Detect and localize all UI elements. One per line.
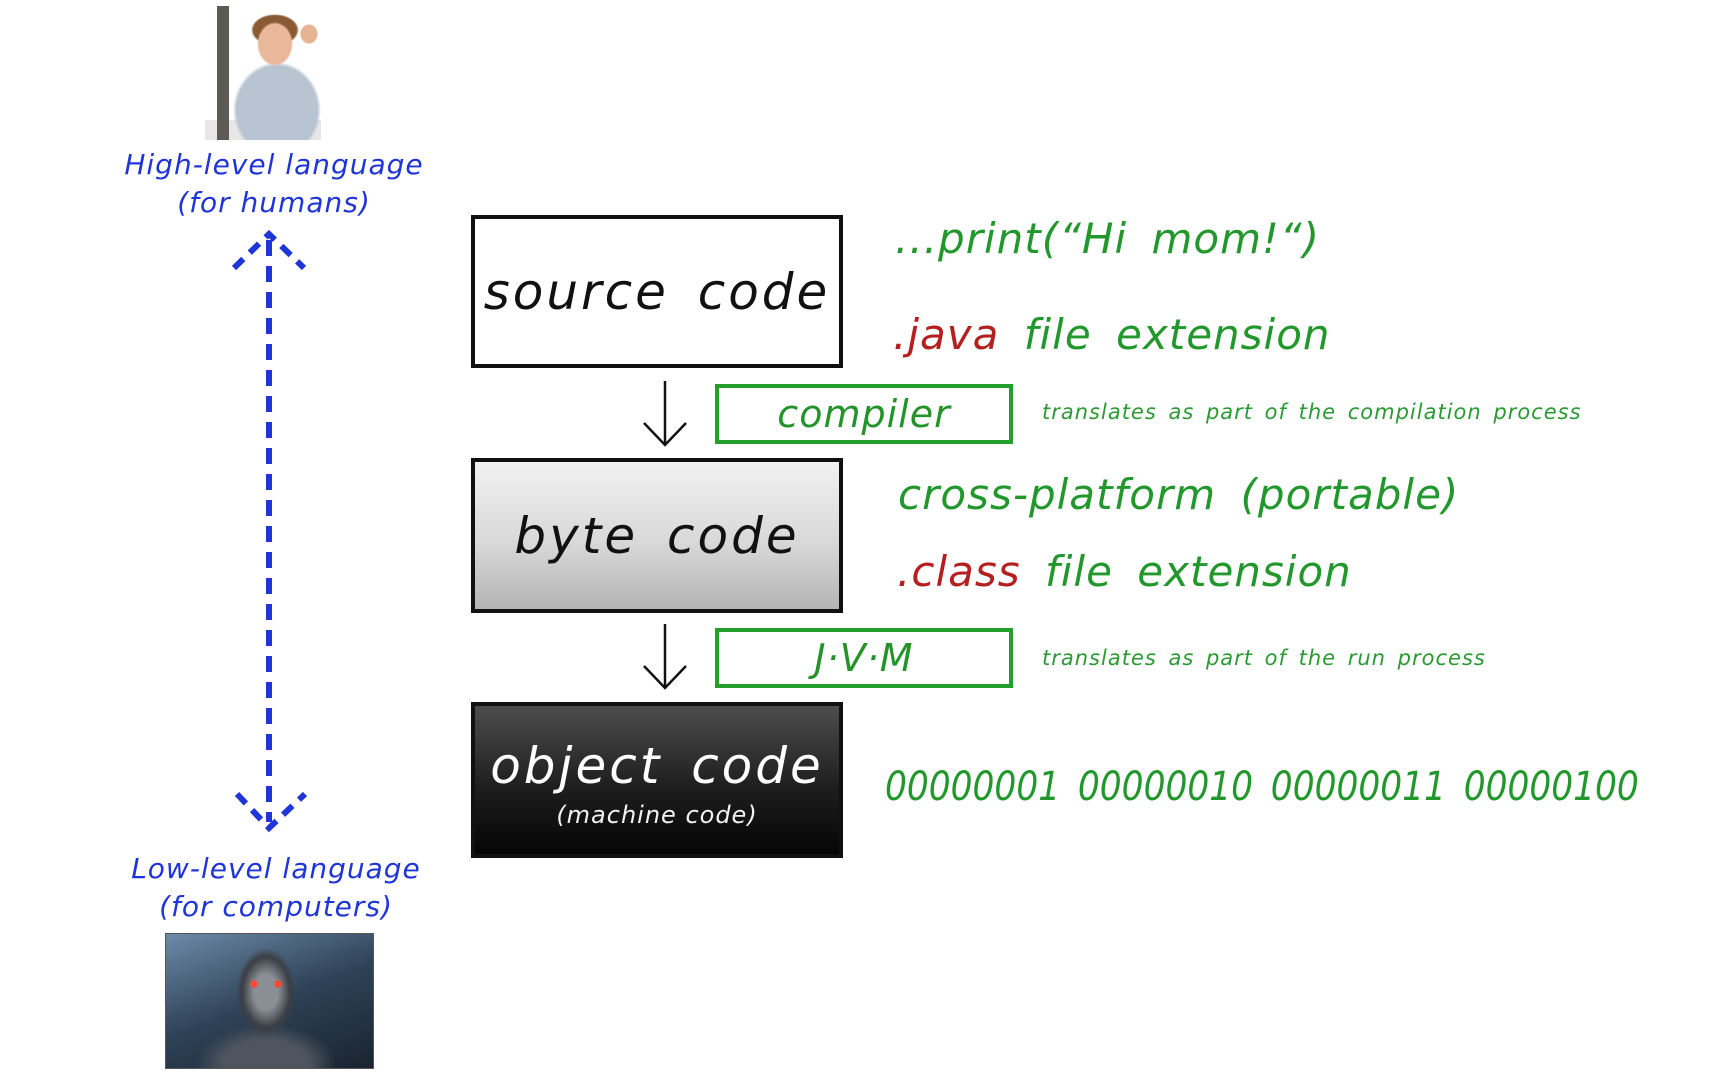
source-code-example: ...print(“Hi mom!“) [895,214,1320,263]
class-extension-suffix: file extension [1020,547,1352,596]
low-level-label-line1: Low-level language [131,852,421,885]
down-arrow-icon-jvm [643,624,687,690]
high-level-label: High-level language (for humans) [114,146,434,222]
machine-code-binary: 00000001 00000010 00000011 00000100 [885,764,1639,810]
compiler-box: compiler [715,384,1013,444]
source-code-box: source code [471,215,843,368]
dashed-arrowhead-down [234,791,308,833]
object-code-subtitle: (machine code) [556,801,758,829]
compiler-note: translates as part of the compilation pr… [1042,400,1582,424]
double-headed-dashed-arrow-icon [231,229,308,833]
high-level-label-line2: (for humans) [177,186,371,219]
object-code-title: object code [490,737,824,795]
java-extension-note: .java file extension [893,310,1331,359]
java-extension: .java [893,310,1000,359]
high-level-kid-photo [205,6,321,140]
down-arrow-icon-compiler [643,381,687,447]
byte-code-title: byte code [514,506,800,565]
high-level-label-line1: High-level language [124,148,424,181]
low-level-label-line2: (for computers) [159,890,393,923]
source-code-title: source code [483,262,831,321]
class-extension: .class [897,547,1021,596]
low-level-label: Low-level language (for computers) [116,850,436,926]
cross-platform-text: cross-platform (portable) [898,470,1460,519]
jvm-box: J·V·M [715,628,1013,688]
jvm-label: J·V·M [814,636,914,680]
low-level-robot-photo [165,933,374,1069]
class-extension-note: .class file extension [897,547,1352,596]
compiler-label: compiler [777,392,951,436]
java-extension-suffix: file extension [999,310,1331,359]
machine-code-binary-text: 00000001 00000010 00000011 00000100 [885,764,1639,810]
jvm-note: translates as part of the run process [1042,646,1486,670]
cross-platform-note: cross-platform (portable) [898,470,1459,519]
object-code-box: object code (machine code) [471,702,843,858]
source-code-example-text: ...print(“Hi mom!“) [895,214,1320,263]
byte-code-box: byte code [471,458,843,613]
dashed-arrowhead-up [231,229,307,271]
